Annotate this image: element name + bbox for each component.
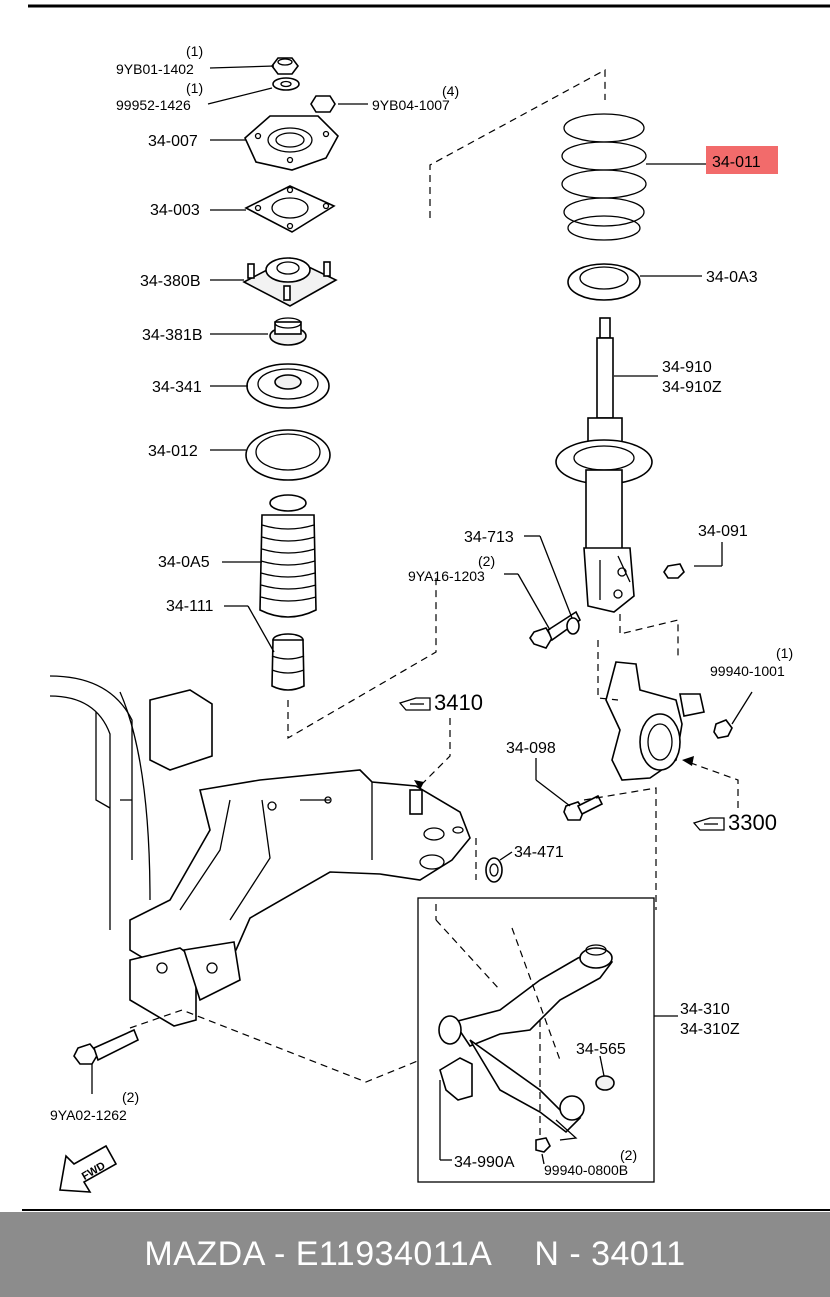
part-label-34111: 34-111 <box>166 598 214 615</box>
part-label-9yb01: 9YB01-1402 <box>116 61 194 77</box>
spring-seat-part <box>245 429 331 481</box>
subframe-part <box>49 675 471 1027</box>
pointing-hand-icon <box>692 817 725 831</box>
part-label-34011: 34-011 <box>712 154 761 171</box>
ref-3300-label[interactable]: 3300 <box>728 810 777 835</box>
part-label-34003: 34-003 <box>150 202 200 219</box>
nut-part <box>713 719 733 739</box>
part-label-34007: 34-007 <box>148 133 198 150</box>
dust-boot-part <box>259 494 317 618</box>
spring-seat-lower-part <box>567 263 641 301</box>
washer-part <box>566 617 580 635</box>
mount-plate-part <box>244 185 336 233</box>
shock-absorber-part <box>555 317 653 613</box>
nut-part <box>663 563 685 579</box>
nut-part <box>271 57 299 75</box>
mount-plate-part <box>244 115 339 171</box>
part-label-9ya02: 9YA02-1262 <box>50 1107 127 1123</box>
nut-part-small <box>310 95 336 113</box>
part-label-34910z: 34-910Z <box>662 379 722 396</box>
qty-label: (2) <box>620 1147 637 1163</box>
bearing-part <box>246 363 330 409</box>
control-arm-box <box>417 897 655 1183</box>
qty-label: (1) <box>186 80 203 96</box>
part-label-9ya16: 9YA16-1203 <box>408 568 485 584</box>
part-label-34471: 34-471 <box>514 844 564 861</box>
part-label-34341: 34-341 <box>152 379 202 396</box>
bushing-part <box>485 857 503 883</box>
part-label-34012: 34-012 <box>148 443 198 460</box>
qty-label: (4) <box>442 83 459 99</box>
part-label-34565: 34-565 <box>576 1041 626 1058</box>
part-label-9yb04: 9YB04-1007 <box>372 97 450 113</box>
footer-brand-code: MAZDA - E11934011A <box>144 1235 493 1273</box>
footer-ref-code: N - 34011 <box>534 1235 686 1273</box>
bolt-part <box>73 1028 140 1065</box>
part-label-99952: 99952-1426 <box>116 97 191 113</box>
ref-3410-label[interactable]: 3410 <box>434 690 483 715</box>
qty-label: (1) <box>186 43 203 59</box>
highlight-box <box>706 146 778 174</box>
coil-spring-part <box>561 113 647 241</box>
qty-label: (2) <box>122 1089 139 1105</box>
qty-label: (2) <box>478 553 495 569</box>
bolt-part <box>563 794 604 821</box>
pointing-hand-icon <box>398 697 431 711</box>
part-label-34990a: 34-990A <box>454 1154 515 1171</box>
part-label-34091: 34-091 <box>698 523 748 540</box>
part-label-99940-0800b: 99940-0800B <box>544 1162 628 1178</box>
qty-label: (1) <box>776 645 793 661</box>
strut-mount-part <box>242 257 338 307</box>
part-label-34910: 34-910 <box>662 359 712 376</box>
exploded-parts-diagram: (1) 9YB01-1402 (1) 99952-1426 (4) 9YB04-… <box>22 4 830 1211</box>
part-label-34380b: 34-380B <box>140 273 201 290</box>
part-label-34381b: 34-381B <box>142 327 203 344</box>
footer-bar: MAZDA - E11934011A N - 34011 <box>0 1212 830 1297</box>
part-label-34098: 34-098 <box>506 740 556 757</box>
steering-knuckle-part <box>605 661 705 781</box>
part-label-34310: 34-310 <box>680 1001 730 1018</box>
part-label-340a5: 34-0A5 <box>158 554 210 571</box>
part-label-99940-1001: 99940-1001 <box>710 663 785 679</box>
bump-stop-part <box>271 633 305 691</box>
fwd-arrow-icon: FWD <box>59 1144 118 1193</box>
bushing-part <box>269 317 307 346</box>
part-label-340a3: 34-0A3 <box>706 269 758 286</box>
part-label-34310z: 34-310Z <box>680 1021 740 1038</box>
part-label-34713: 34-713 <box>464 529 514 546</box>
control-arm-part <box>438 944 615 1153</box>
washer-part <box>272 77 300 91</box>
